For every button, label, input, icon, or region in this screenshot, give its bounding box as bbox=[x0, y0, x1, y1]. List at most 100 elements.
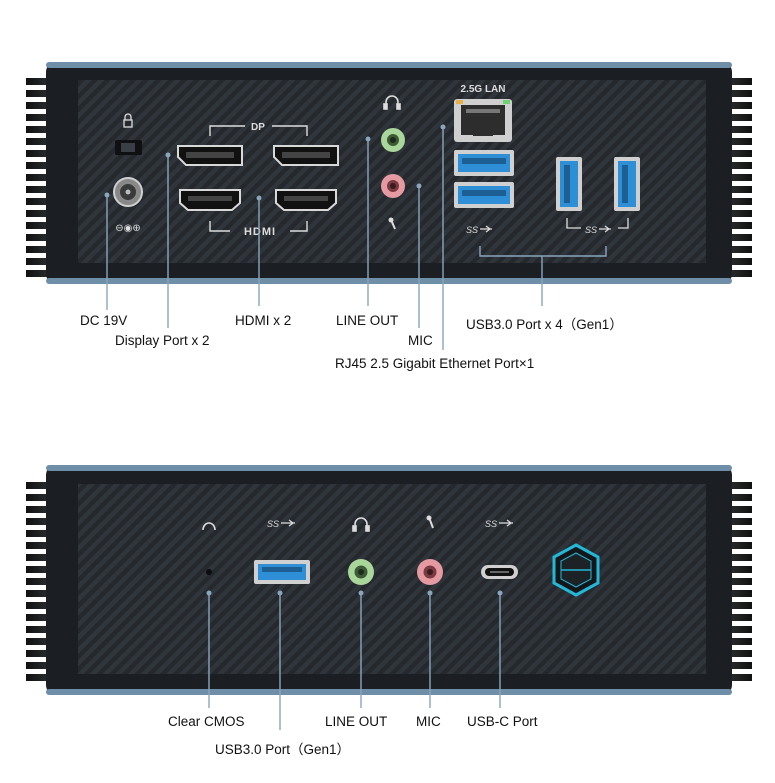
heatsink-fin bbox=[728, 126, 752, 133]
rj45-port bbox=[454, 99, 512, 142]
heatsink-fin bbox=[26, 542, 50, 549]
heatsink-fin bbox=[26, 626, 50, 633]
heatsink-fin bbox=[26, 506, 50, 513]
heatsink-fin bbox=[26, 150, 50, 157]
heatsink-fin bbox=[26, 198, 50, 205]
lock-icon bbox=[123, 119, 133, 128]
heatsink-fin bbox=[26, 78, 50, 85]
heatsink-fin bbox=[26, 138, 50, 145]
heatsink-fin bbox=[26, 222, 50, 229]
heatsink-fin bbox=[728, 566, 752, 573]
heatsink-fin bbox=[728, 542, 752, 549]
heatsink-fin bbox=[26, 162, 50, 169]
rear-heatsink-right bbox=[728, 78, 752, 277]
usb-ss-marking-right: SS bbox=[585, 225, 597, 235]
heatsink-fin bbox=[26, 114, 50, 121]
heatsink-fin bbox=[728, 114, 752, 121]
callout-front-mic: MIC bbox=[416, 714, 441, 729]
front-usb-port bbox=[254, 560, 310, 584]
heatsink-fin bbox=[728, 482, 752, 489]
front-usbc-trident-icon bbox=[499, 519, 513, 527]
hdmi-port-2 bbox=[275, 189, 337, 211]
callout-clear-cmos: Clear CMOS bbox=[168, 714, 245, 729]
rear-callout-lines bbox=[106, 127, 607, 350]
heatsink-fin bbox=[728, 246, 752, 253]
callout-rj45: RJ45 2.5 Gigabit Ethernet Port×1 bbox=[335, 356, 535, 371]
heatsink-fin bbox=[728, 150, 752, 157]
heatsink-fin bbox=[728, 210, 752, 217]
rear-panel: ⊖◉⊕ DP HDMI bbox=[26, 62, 752, 350]
heatsink-fin bbox=[728, 186, 752, 193]
heatsink-fin bbox=[728, 650, 752, 657]
callout-front-line-out: LINE OUT bbox=[325, 714, 388, 729]
kensington-lock bbox=[115, 113, 142, 155]
hdmi-marking: HDMI bbox=[244, 226, 276, 238]
heatsink-fin bbox=[728, 234, 752, 241]
rear-bottom-trim bbox=[46, 278, 732, 284]
usb-port-2 bbox=[454, 182, 514, 208]
clear-cmos-hole bbox=[206, 569, 212, 575]
dp-marking: DP bbox=[251, 122, 265, 133]
front-usb-ss-marking: SS bbox=[267, 519, 279, 529]
dc-polarity-icon: ⊖◉⊕ bbox=[115, 223, 140, 234]
heatsink-fin bbox=[26, 566, 50, 573]
heatsink-fin bbox=[728, 222, 752, 229]
usb-bracket bbox=[566, 218, 629, 229]
front-line-out-jack bbox=[348, 559, 374, 585]
heatsink-fin bbox=[26, 258, 50, 265]
power-button bbox=[552, 543, 600, 597]
heatsink-fin bbox=[728, 554, 752, 561]
callout-line-out: LINE OUT bbox=[336, 313, 399, 328]
heatsink-fin bbox=[728, 614, 752, 621]
heatsink-fin bbox=[26, 530, 50, 537]
heatsink-fin bbox=[26, 174, 50, 181]
heatsink-fin bbox=[26, 210, 50, 217]
heatsink-fin bbox=[26, 590, 50, 597]
callout-hdmi: HDMI x 2 bbox=[235, 313, 292, 328]
rear-top-trim bbox=[46, 62, 732, 68]
heatsink-fin bbox=[26, 482, 50, 489]
front-carbon-face bbox=[78, 484, 706, 674]
usb-c-port bbox=[481, 565, 518, 579]
heatsink-fin bbox=[728, 602, 752, 609]
line-out-jack bbox=[381, 128, 405, 152]
heatsink-fin bbox=[26, 650, 50, 657]
heatsink-fin bbox=[728, 198, 752, 205]
heatsink-fin bbox=[26, 638, 50, 645]
usb-port-3 bbox=[556, 157, 582, 211]
heatsink-fin bbox=[26, 602, 50, 609]
heatsink-fin bbox=[728, 530, 752, 537]
front-callout-dots bbox=[206, 590, 503, 596]
heatsink-fin bbox=[26, 662, 50, 669]
heatsink-fin bbox=[728, 578, 752, 585]
dp-bracket bbox=[209, 125, 308, 136]
heatsink-fin bbox=[728, 162, 752, 169]
lan-marking: 2.5G LAN bbox=[460, 84, 505, 95]
heatsink-fin bbox=[728, 174, 752, 181]
heatsink-fin bbox=[728, 270, 752, 277]
hdmi-port-1 bbox=[179, 189, 241, 211]
rear-carbon-face bbox=[78, 80, 706, 263]
displayport-1 bbox=[177, 145, 243, 166]
usb-trident-icon-right bbox=[599, 225, 611, 233]
heatsink-fin bbox=[26, 126, 50, 133]
displayport-2 bbox=[273, 145, 339, 166]
mic-icon bbox=[388, 217, 396, 230]
heatsink-fin bbox=[728, 626, 752, 633]
heatsink-fin bbox=[728, 506, 752, 513]
front-bottom-trim bbox=[46, 689, 732, 695]
dc-jack: ⊖◉⊕ bbox=[113, 177, 143, 234]
heatsink-fin bbox=[26, 102, 50, 109]
heatsink-fin bbox=[26, 494, 50, 501]
callout-mic: MIC bbox=[408, 333, 433, 348]
heatsink-fin bbox=[26, 578, 50, 585]
usb-trident-icon-left bbox=[480, 225, 492, 233]
callout-front-usb: USB3.0 Port（Gen1） bbox=[215, 742, 351, 757]
heatsink-fin bbox=[26, 90, 50, 97]
heatsink-fin bbox=[728, 638, 752, 645]
heatsink-fin bbox=[728, 674, 752, 681]
heatsink-fin bbox=[26, 270, 50, 277]
callout-dc-19v: DC 19V bbox=[80, 313, 128, 328]
callout-displayport: Display Port x 2 bbox=[115, 333, 210, 348]
